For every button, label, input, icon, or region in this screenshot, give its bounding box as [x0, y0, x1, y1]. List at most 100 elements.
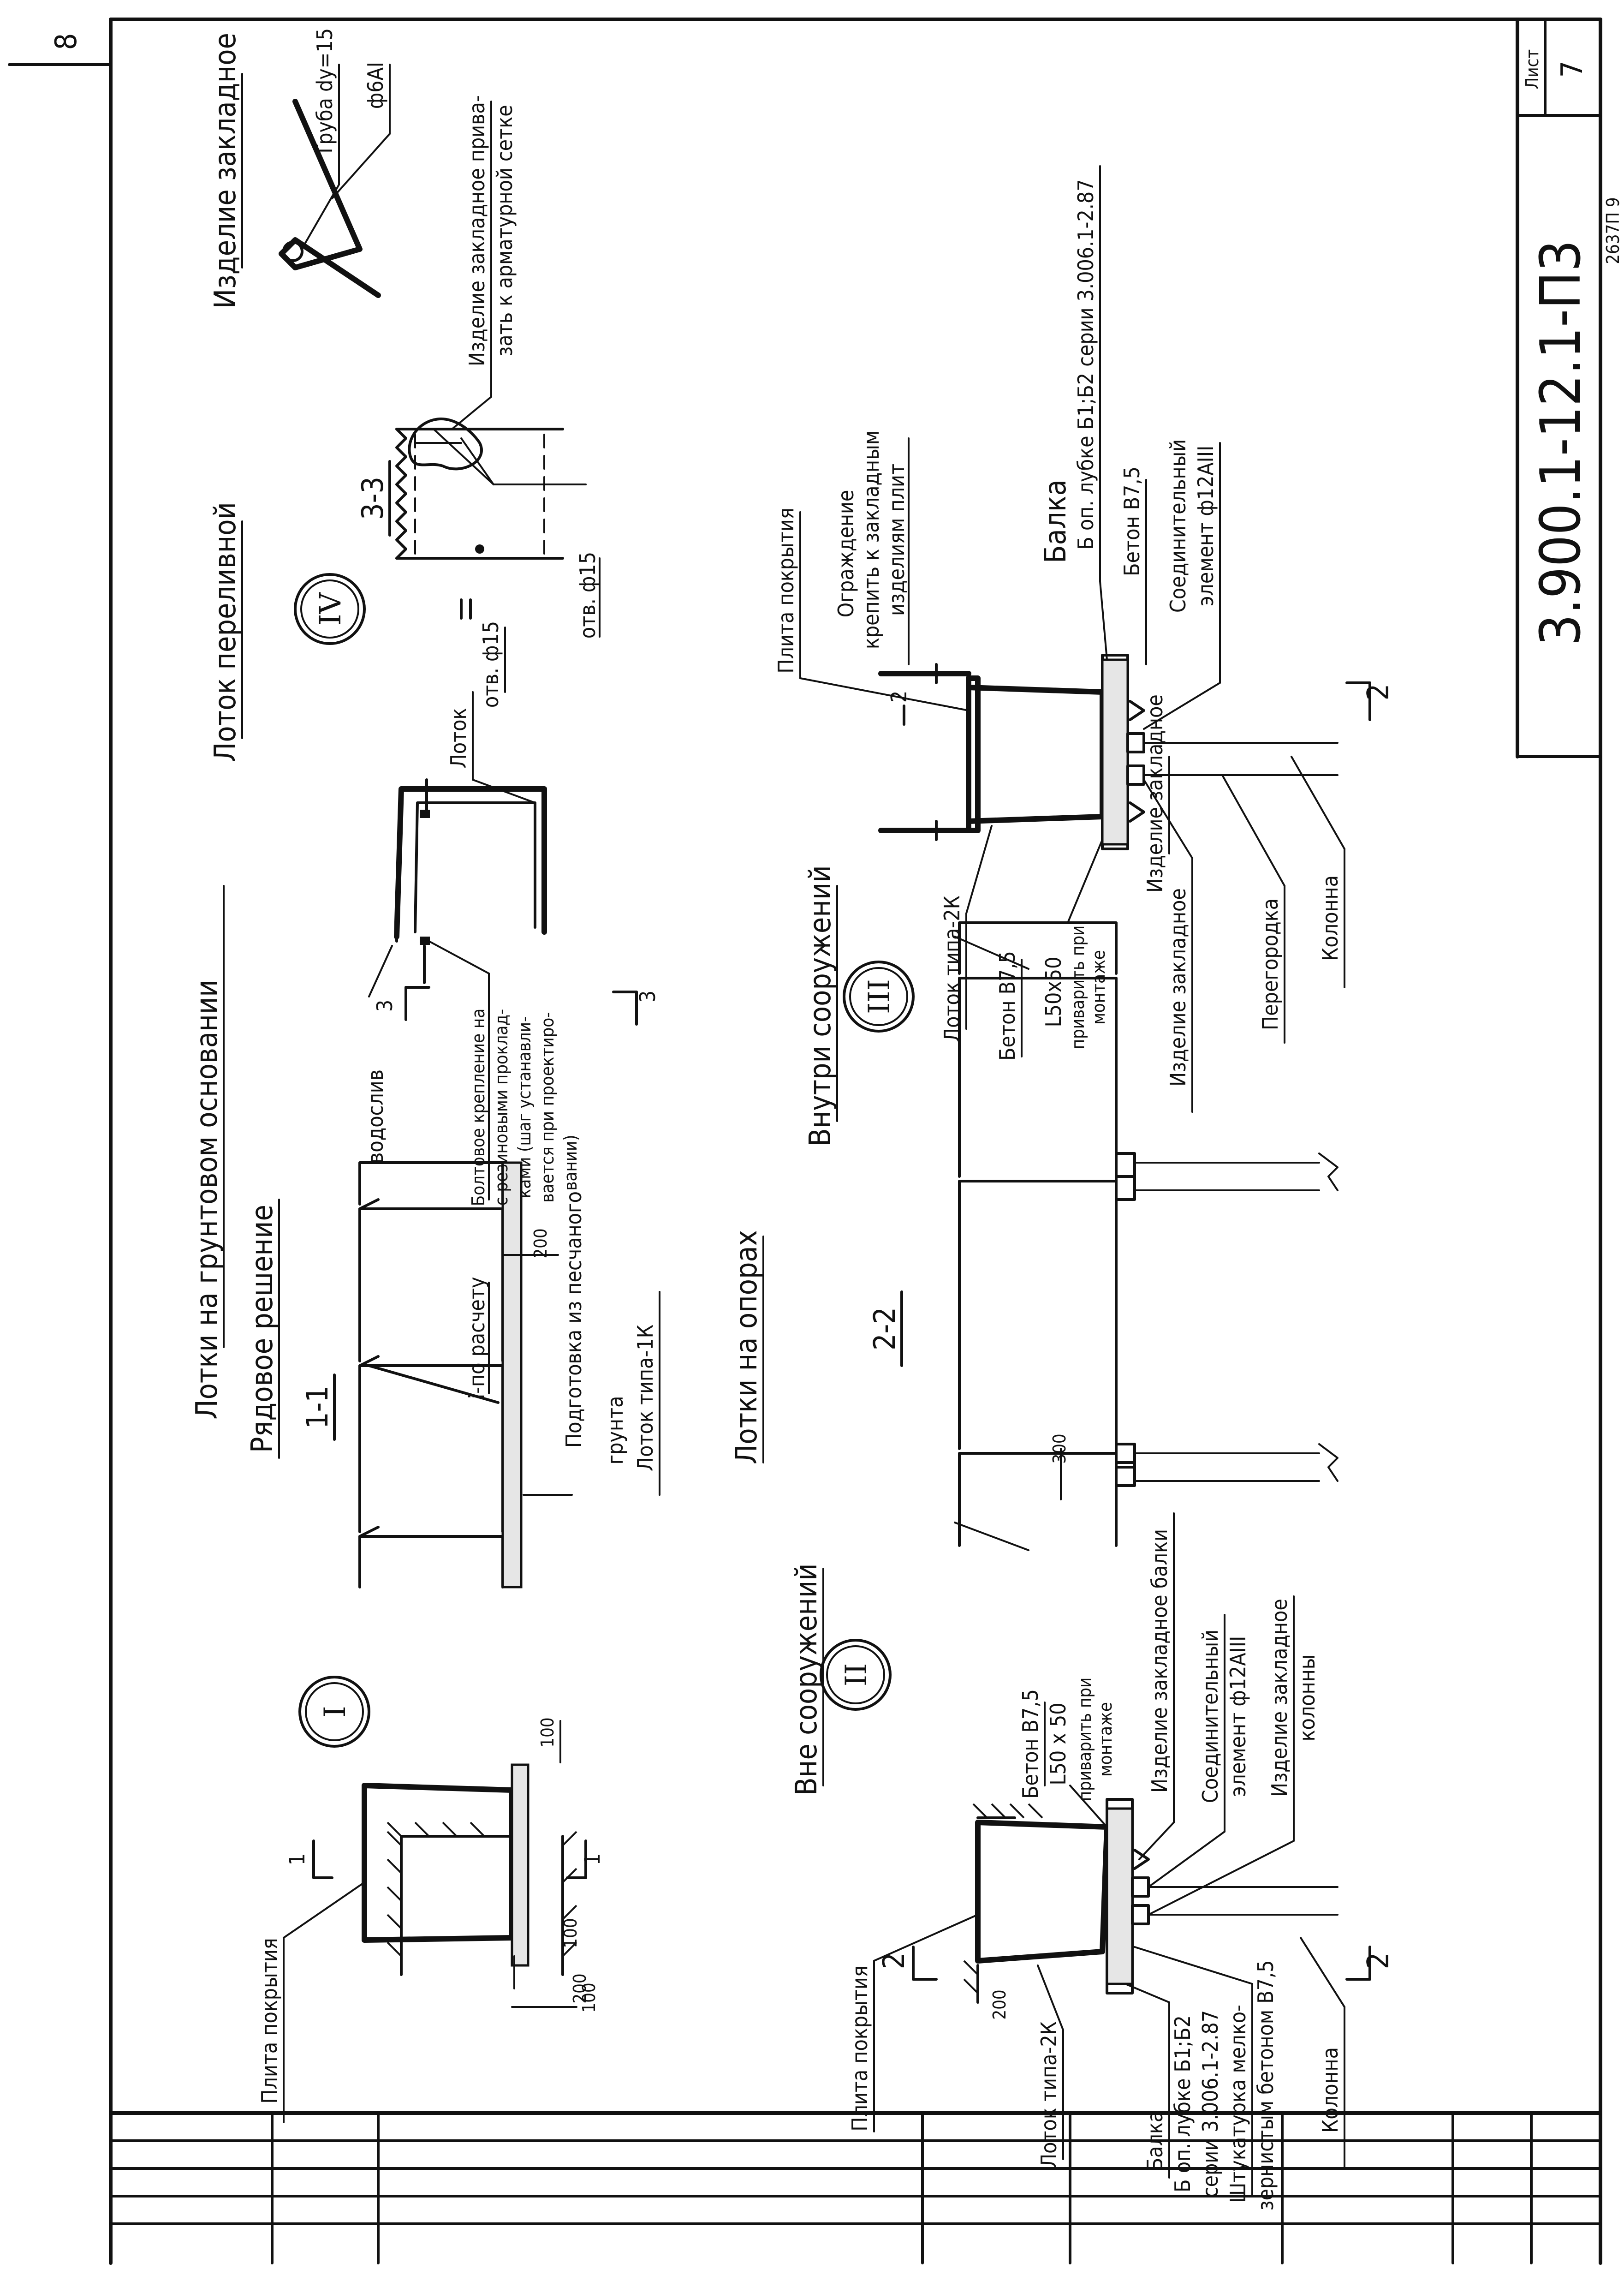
section-IV-tray [394, 786, 547, 939]
section-IV-bolt-note-3: ками (шаг устанавли- [514, 1016, 535, 1199]
section-III-beam-1: Балка [1039, 479, 1073, 563]
section-II-plaster-1: Штукатурка мелко- [1225, 2005, 1250, 2203]
section-I-cut-top: 1 [285, 1853, 309, 1865]
section-III-concrete: Бетон В7,5 [995, 951, 1020, 1061]
section-III-beam-2: Б оп. лубке Б1;Б2 серии 3.006.1-2.87 [1073, 179, 1098, 549]
section-1-1-dim-200: 200 [530, 1228, 551, 1258]
section-II-angle-note-1: приварить при [1075, 1678, 1095, 1802]
section-1-1-slope-note: i-по расчету [464, 1277, 489, 1399]
embed-item-heading: Изделие закладное [208, 33, 243, 309]
section-I-heading: Лотки на грунтовом основании [190, 979, 224, 1419]
section-IV-heading: Лоток переливной [208, 502, 243, 762]
section-III-connector-2: элемент ф12АIII [1193, 446, 1218, 607]
section-3-3-title: 3-3 [356, 477, 390, 520]
section-I-roman: I [318, 1706, 352, 1717]
section-III-embed2: Изделие закладное [1142, 694, 1167, 893]
section-II-roman: II [839, 1663, 874, 1687]
section-III-partition: Перегородка [1258, 898, 1283, 1030]
section-II-plaster-2: зернистым бетоном В7,5 [1253, 1960, 1278, 2211]
section-II-embed-column-2: колонны [1295, 1654, 1320, 1742]
section-3-3-embed-note-2: зать к арматурной сетке [492, 105, 517, 356]
section-IV-tray-label: Лоток [446, 708, 471, 769]
section-1-1-base-note-1: Подготовка из песчаного [561, 1191, 586, 1448]
title-block: Лист 7 3.900.1-12.1-П3 2637П 9 [1516, 18, 1623, 758]
section-III-tray [966, 685, 1105, 824]
section-1-1-group: 1-1 i-по расчету Подготовка из песчаного… [301, 1161, 660, 1588]
section-II-column-label: Колонна [1318, 2047, 1343, 2133]
supports-posts [1115, 1152, 1338, 1487]
section-I-dim-100-top: 100 [537, 1717, 558, 1747]
section-II-ground [963, 1803, 1043, 2004]
section-II-connector-1: Соединительный [1198, 1630, 1223, 1803]
section-III-fence [878, 663, 971, 841]
section-IV-bolt-note-4: вается при проектиро- [537, 1012, 558, 1202]
section-IV-group: Лоток переливной IV водослив Болтовое кр… [208, 502, 660, 1206]
section-II-embed-beam: Изделие закладное балки [1147, 1529, 1172, 1793]
section-III-plate-label: Плита покрытия [773, 508, 798, 673]
sheet-label: Лист [1522, 49, 1542, 90]
page-corner: 8 [8, 33, 111, 66]
section-II-concrete: Бетон В7,5 [1018, 1689, 1043, 1799]
section-III-angle-note-1: приварить при [1068, 926, 1088, 1050]
section-III-embed: Изделие закладное [1166, 888, 1190, 1087]
page-corner-number: 8 [49, 33, 83, 50]
section-IV-bolt-note-5: вании) [560, 1135, 581, 1190]
section-II-angle: L50 x 50 [1046, 1702, 1071, 1785]
section-II-connector-2: элемент ф12АIII [1225, 1636, 1250, 1797]
section-III-heading: Внутри сооружений [803, 865, 838, 1146]
section-IV-weir-label: водослив [363, 1069, 388, 1164]
section-I-plate-label: Плита покрытия [257, 1938, 282, 2103]
section-III-fence-2: крепить к закладным [859, 430, 884, 649]
section-I-dim-100-bottom: 100 [579, 1982, 599, 2012]
section-II-embed-column-1: Изделие закладное [1267, 1599, 1292, 1797]
section-IV-bolt-note-2: с резиновыми проклад- [491, 1009, 512, 1206]
section-II-tray [975, 1820, 1110, 1964]
section-I-tray [362, 1783, 515, 1943]
section-II-beam-1: Балка [1142, 2111, 1167, 2171]
section-II-group: Вне сооружений II 2 2 [790, 1512, 1396, 2211]
section-II-beam-3: серии 3.006.1-2.87 [1198, 2010, 1223, 2197]
section-3-3-hole-label: отв. ф15 [575, 552, 600, 639]
section-I-group: Лотки на грунтовом основании Рядовое реш… [190, 885, 605, 2123]
section-1-1-base [501, 1161, 523, 1588]
section-III-tray-label: Лоток типа-2К [940, 896, 964, 1042]
section-III-angle-note-2: монтаже [1089, 950, 1109, 1025]
doc-code: 3.900.1-12.1-П3 [1529, 240, 1593, 646]
embed-item-rod-label: ф6АI [363, 62, 388, 109]
section-I-cut-bottom: 1 [580, 1853, 605, 1865]
section-II-heading: Вне сооружений [790, 1563, 824, 1795]
section-II-cut-top: 2 [877, 1953, 911, 1970]
section-III-fence-3: изделиям плит [884, 464, 909, 616]
supports-dim-300: 300 [1049, 1433, 1070, 1463]
section-II-tray-label: Лоток типа-2К [1036, 2021, 1061, 2168]
embed-item-group: Изделие закладное Труба dу=15 ф6АI [208, 28, 391, 309]
section-3-3-group: 3-3 отв. ф15 Изделие закладное прива- за… [356, 95, 601, 639]
section-III-group: Внутри сооружений III 2 2 Плита покр [773, 165, 1396, 1146]
section-IV-roman: IV [314, 591, 348, 625]
section-II-beam-2: Б оп. лубке Б1;Б2 [1170, 2015, 1195, 2192]
section-1-1-title: 1-1 [301, 1385, 335, 1429]
section-III-column-label: Колонна [1318, 875, 1343, 961]
section-I-base [511, 1763, 529, 1967]
section-IV-hole-label: отв. ф15 [478, 621, 503, 708]
section-III-roman: III [863, 979, 897, 1014]
section-III-fence-1: Ограждение [833, 490, 858, 618]
section-I-ground [387, 1821, 577, 1976]
section-1-1-base-note-2: грунта [603, 1396, 628, 1464]
section-III-cut-bottom: 2 [1362, 684, 1396, 701]
section-II-cut-bottom: 2 [1362, 1953, 1396, 1970]
section-IV-bolt-note-1: Болтовое крепление на [468, 1009, 488, 1206]
section-II-dim-200: 200 [989, 1989, 1010, 2019]
sheet-frame [109, 18, 1602, 2265]
supports-title-2-2: 2-2 [868, 1307, 902, 1350]
section-III-angle: L50x50 [1041, 957, 1066, 1027]
inv-number: 2637П 9 [1603, 197, 1623, 264]
section-3-3-embed-note-1: Изделие закладное прива- [464, 95, 489, 366]
section-IV-cut-top: 3 [372, 1000, 397, 1012]
section-I-dim-200: 200 [570, 1973, 590, 2003]
embed-item-pipe-label: Труба dу=15 [312, 28, 337, 157]
section-II-angle-note-2: монтаже [1095, 1702, 1116, 1777]
section-1-1-tray-label: Лоток типа-1К [633, 1325, 658, 1471]
section-I-dim-100-right: 100 [560, 1918, 581, 1948]
